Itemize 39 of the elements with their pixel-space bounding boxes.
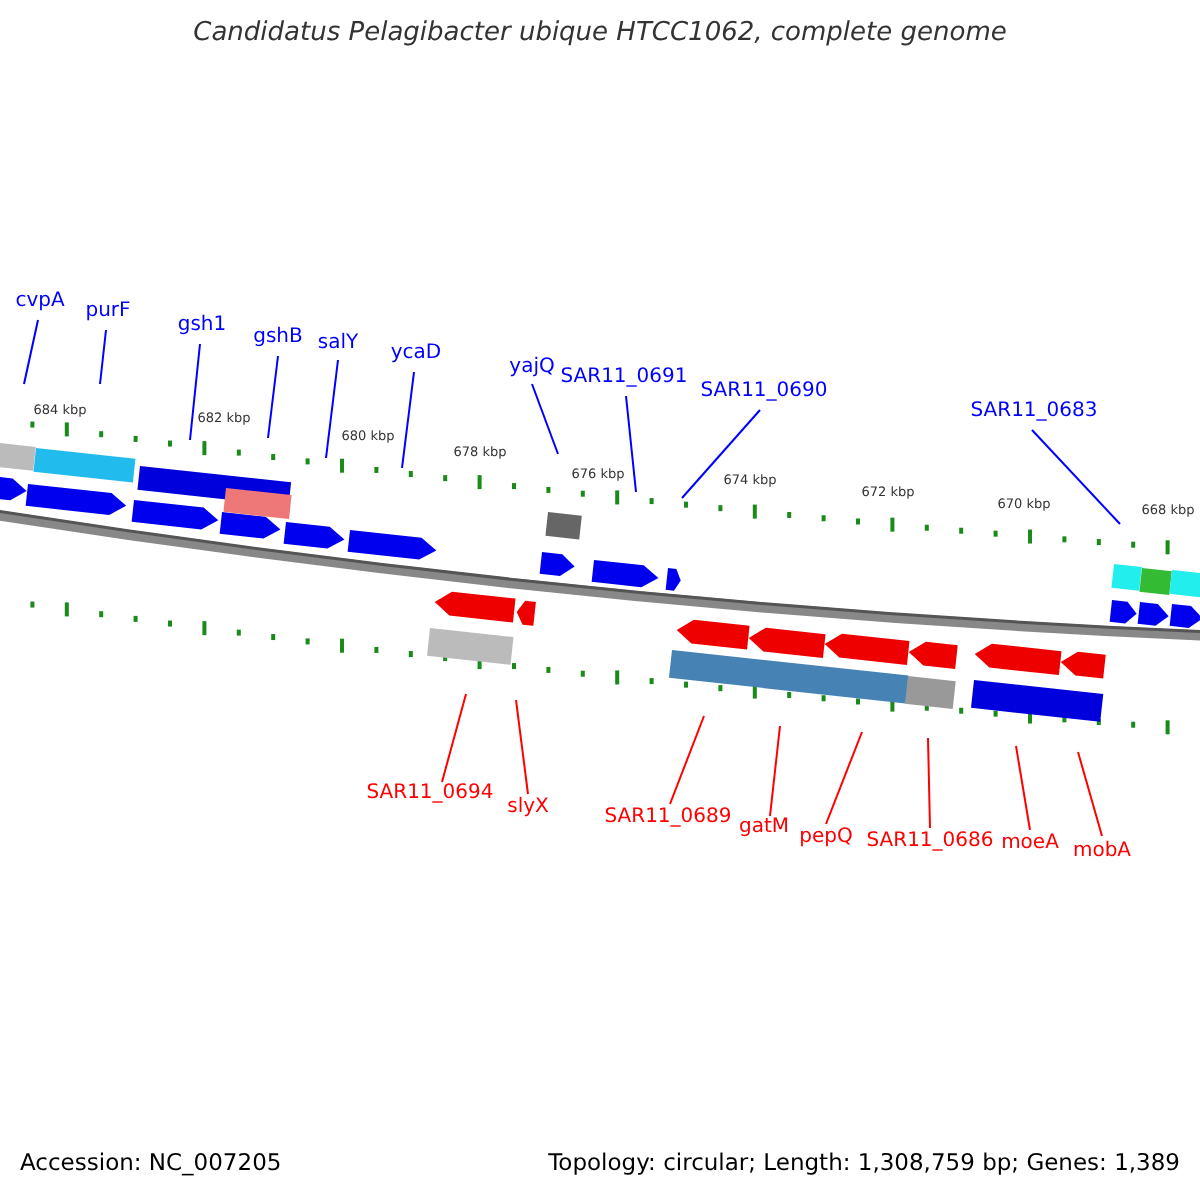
gene-label: gsh1	[177, 316, 227, 336]
leader-line	[625, 395, 637, 493]
leader-line	[401, 371, 415, 469]
gene-label: SAR11_0694	[366, 784, 494, 804]
gene-label: cvpA	[15, 292, 65, 312]
footer-text: Topology: circular; Length: 1,308,759 bp; Genes: 1,389	[548, 1152, 1180, 1175]
leader-line	[531, 383, 559, 455]
gene-label: SAR11_0691	[560, 368, 688, 388]
leader-line	[441, 693, 467, 783]
gene-label: moeA	[1001, 834, 1059, 854]
leader-line	[189, 343, 201, 441]
gene-label: SAR11_0689	[604, 808, 732, 828]
leader-line	[825, 731, 863, 825]
gene-label: gshB	[253, 328, 303, 348]
leader-line	[681, 409, 761, 499]
leader-line	[669, 715, 705, 805]
footer-text: Accession: NC_007205	[20, 1152, 282, 1175]
gene-label: slyX	[507, 798, 549, 818]
leader-line	[99, 329, 107, 385]
gene-label: purF	[85, 302, 131, 322]
leader-line	[1077, 751, 1103, 837]
leader-line	[1015, 745, 1031, 831]
gene-label: SAR11_0683	[970, 402, 1098, 422]
gene-label: ycaD	[390, 344, 442, 364]
gene-label: pepQ	[799, 828, 853, 848]
leader-line	[515, 699, 529, 795]
leader-line	[927, 737, 931, 829]
gene-label: gatM	[738, 818, 790, 838]
gene-label: SAR11_0686	[866, 832, 994, 852]
leader-line	[325, 359, 339, 459]
title: Candidatus Pelagibacter ubique HTCC1062, complete genome	[193, 20, 1007, 46]
gene-label: SAR11_0690	[700, 382, 828, 402]
leader-line	[769, 725, 781, 817]
leader-line	[1031, 429, 1121, 525]
leader-line	[23, 319, 39, 385]
gene-label: yajQ	[509, 358, 555, 378]
gene-label: mobA	[1072, 842, 1132, 862]
gene-label: salY	[317, 334, 359, 354]
leader-line	[267, 355, 279, 439]
